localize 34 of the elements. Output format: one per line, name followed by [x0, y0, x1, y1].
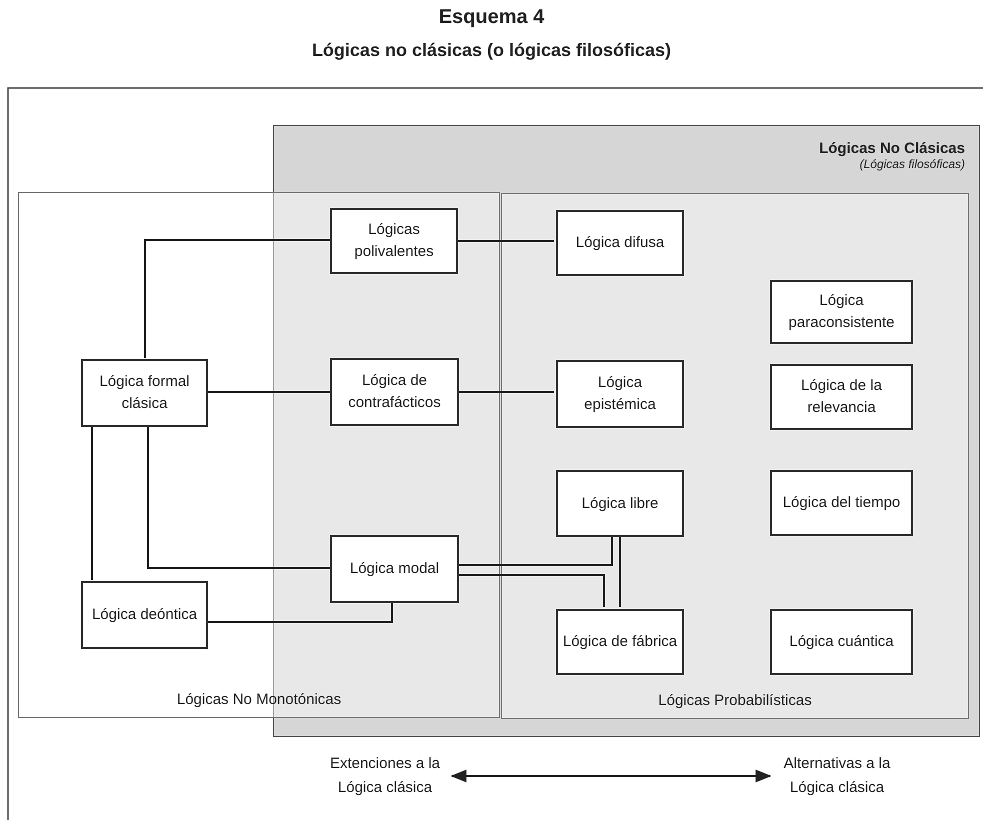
note-text: Alternativas a la Lógica clásica [770, 748, 904, 804]
logic-box: Lógica modal [330, 535, 459, 603]
logic-box: Lógica epistémica [556, 360, 684, 428]
logic-box: Lógica cuántica [770, 609, 913, 675]
logic-box: Lógica formal clásica [81, 359, 208, 427]
region-panel [18, 192, 500, 718]
double-arrow [450, 770, 772, 782]
connector-line [207, 391, 330, 393]
connector-line [459, 574, 605, 607]
logic-box: Lógica difusa [556, 210, 684, 276]
logic-box: Lógica deóntica [81, 581, 208, 649]
connector-line [144, 239, 330, 358]
logic-box: Lógica libre [556, 470, 684, 537]
connector-line [458, 240, 554, 242]
region-subtitle: (Lógicas filosóficas) [858, 157, 965, 171]
diagram-subtitle: Lógicas no clásicas (o lógicas filosóficas) [310, 40, 672, 61]
connector-line [91, 426, 93, 580]
connector-line [207, 603, 393, 623]
region-title: Lógicas No Clásicas [819, 140, 965, 157]
region-label: Lógicas No Monotónicas [176, 691, 342, 708]
connector-line [459, 391, 554, 393]
region-panel [501, 193, 969, 719]
connector-line [459, 535, 613, 566]
logic-box: Lógica de la relevancia [770, 364, 913, 430]
diagram-title: Esquema 4 [438, 6, 546, 29]
connector-line [147, 426, 330, 569]
connector-line [619, 535, 621, 607]
logic-box: Lógicas polivalentes [330, 208, 458, 274]
logic-box: Lógica de fábrica [556, 609, 684, 675]
logic-box: Lógica de contrafácticos [330, 358, 459, 426]
logic-box: Lógica paraconsistente [770, 280, 913, 344]
region-label: Lógicas Probabilísticas [658, 692, 812, 709]
logic-box: Lógica del tiempo [770, 470, 913, 536]
note-text: Extenciones a la Lógica clásica [318, 748, 452, 804]
